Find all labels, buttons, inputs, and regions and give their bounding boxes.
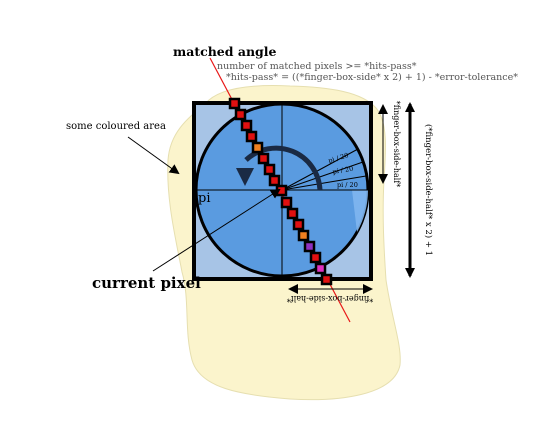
rotation-arrowhead <box>236 168 254 186</box>
pixel <box>268 174 281 187</box>
formula-line-2: *hits-pass* = ((*finger-box-side* x 2) +… <box>226 72 518 83</box>
finger-box-side-half-right-label: *finger-box-side-half* <box>392 101 401 188</box>
angle-ray-3 <box>281 148 359 191</box>
pixel <box>297 229 310 242</box>
angle-ray-2 <box>281 161 364 191</box>
pixel <box>309 251 322 264</box>
pixel <box>234 108 247 121</box>
formula-line-1: number of matched pixels >= *hits-pass* <box>217 61 417 72</box>
matched-pixels <box>228 97 333 286</box>
pixel <box>314 262 327 275</box>
pixel <box>286 207 299 220</box>
finger-box-side-half-bottom-label: *finger-box-side-half* <box>287 294 374 303</box>
pixel <box>303 240 316 253</box>
pi-label: pi <box>198 191 210 206</box>
pixel <box>240 119 253 132</box>
matched-angle-label: matched angle <box>173 44 277 59</box>
pi-20-label-b: pi / 20 <box>332 164 354 175</box>
circle-highlight <box>352 190 368 232</box>
pixel <box>292 218 305 231</box>
current-pixel-label: current pixel <box>92 274 201 292</box>
pixel <box>245 130 258 143</box>
current-pixel-pointer <box>152 188 281 272</box>
pi-20-label-c: pi / 20 <box>337 181 358 189</box>
angle-ray-1 <box>281 175 367 191</box>
pixel <box>320 273 333 286</box>
coloured-area-pointer <box>127 136 180 175</box>
finger-box-side-formula-label: (*finger-box-side-half* x 2) + 1 <box>423 124 434 256</box>
pixel <box>263 163 276 176</box>
pixel <box>280 196 293 209</box>
pixel <box>257 152 270 165</box>
pixel <box>251 141 264 154</box>
coloured-area-label: some coloured area <box>66 121 166 132</box>
pixel <box>228 97 241 110</box>
